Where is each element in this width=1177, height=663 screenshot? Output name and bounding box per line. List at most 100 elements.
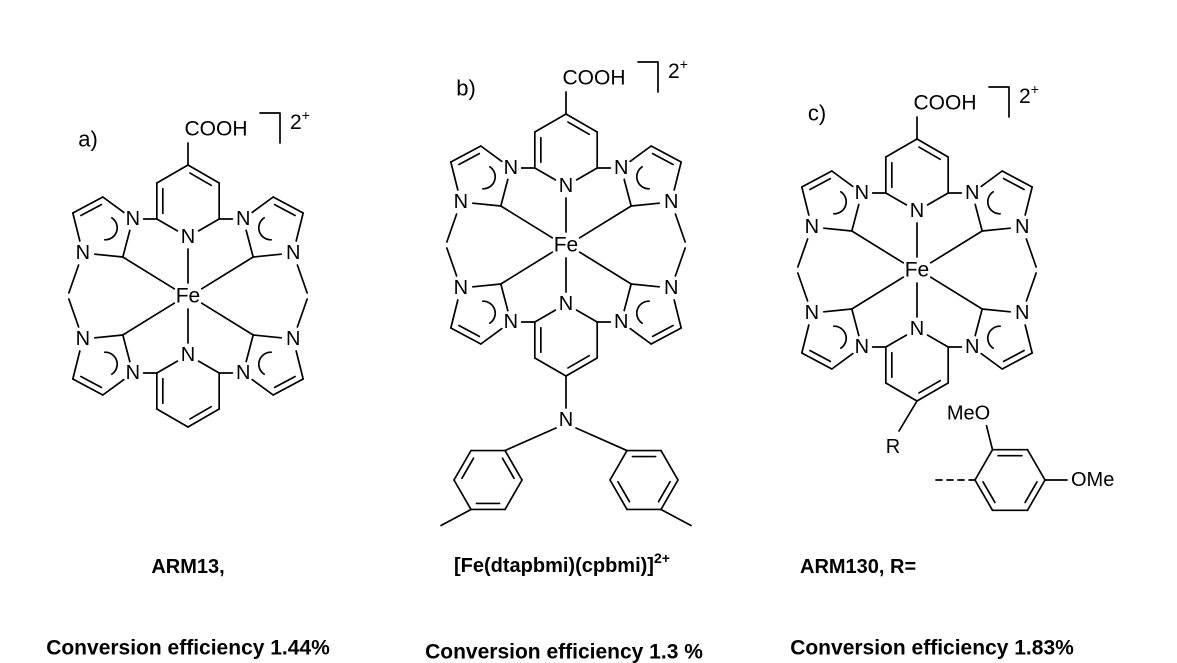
pyridine-n-label: N bbox=[181, 226, 195, 248]
b-cooh-label: COOH bbox=[563, 67, 626, 90]
ring-bond bbox=[660, 449, 679, 481]
imidazole-n-label: N bbox=[1015, 216, 1029, 238]
ring-bond bbox=[155, 164, 189, 184]
ring-bond bbox=[926, 334, 950, 348]
imidazole-n-label: N bbox=[614, 157, 628, 179]
delocalization-arc bbox=[986, 325, 1002, 350]
pyridine-nitrogen: N bbox=[559, 175, 573, 197]
ring-bond bbox=[650, 145, 683, 163]
ring-bond bbox=[629, 145, 653, 163]
b-panel-label: b) bbox=[456, 76, 476, 101]
imidazole-n-label: N bbox=[855, 336, 869, 358]
imidazole-n-label: N bbox=[126, 362, 140, 384]
ring-bond bbox=[800, 352, 833, 370]
imidazole-n-label: N bbox=[614, 311, 628, 333]
ring-bond bbox=[504, 479, 523, 511]
ring-bond bbox=[272, 196, 305, 214]
double-bond-line bbox=[809, 349, 832, 363]
imidazole-n-label: N bbox=[126, 208, 140, 230]
b-charge-bracket: 2+ bbox=[637, 56, 688, 93]
pyridine-n-label: N bbox=[910, 200, 924, 222]
pyridine-nitrogen: N bbox=[910, 200, 924, 222]
charge-bracket-line bbox=[259, 112, 281, 144]
pyridine-nitrogen: N bbox=[181, 226, 195, 248]
charge-bracket-line bbox=[637, 61, 659, 93]
a-fe-label: Fe bbox=[176, 285, 201, 308]
b-iron: Fe bbox=[554, 234, 579, 257]
ring-bond bbox=[1024, 324, 1034, 354]
fe-carbene-bond bbox=[200, 302, 255, 336]
imidazole-n-label: N bbox=[454, 277, 468, 299]
n-aryl-bond bbox=[575, 427, 628, 452]
b-imidazole-upper-right: NN bbox=[596, 145, 687, 243]
double-bond-line bbox=[458, 324, 481, 338]
ring-bond bbox=[449, 161, 459, 191]
c-coordination-bonds bbox=[850, 222, 984, 318]
ring-bond bbox=[850, 308, 860, 337]
ring-bond bbox=[453, 449, 472, 481]
a-carboxylic-acid: COOH bbox=[185, 118, 248, 166]
ring-bond bbox=[800, 324, 810, 354]
delocalization-arc bbox=[635, 300, 651, 325]
b-amine-n-label: N bbox=[559, 409, 573, 431]
charge-bracket-line bbox=[988, 86, 1010, 118]
ring-bond bbox=[71, 378, 104, 396]
imidazole-n-label: N bbox=[1015, 302, 1029, 324]
delocalization-arc bbox=[257, 351, 273, 376]
ring-bond bbox=[93, 253, 124, 258]
c-carboxylic-acid: COOH bbox=[914, 92, 977, 140]
ring-bond bbox=[800, 186, 810, 216]
a-charge-label: 2+ bbox=[290, 107, 310, 134]
pyridine-n-label: N bbox=[559, 175, 573, 197]
fe-carbene-bond bbox=[200, 256, 255, 290]
double-bond-line bbox=[657, 480, 671, 503]
ring-bond bbox=[499, 283, 509, 312]
c-panel-letter: c) bbox=[808, 101, 826, 126]
delocalization-arc bbox=[635, 165, 651, 190]
ring-bond bbox=[884, 138, 918, 158]
b-name-charge: 2+ bbox=[654, 550, 670, 566]
ring-bond bbox=[197, 218, 221, 232]
fe-carbene-bond bbox=[850, 230, 905, 264]
ring-bond bbox=[980, 352, 1004, 370]
b-compound-name-main: [Fe(dtapbmi)(cpbmi)] bbox=[454, 555, 654, 577]
a-imidazole-upper-right: NN bbox=[218, 196, 309, 294]
c-imidazole-lower-right: NN bbox=[947, 272, 1038, 370]
fe-carbene-bond bbox=[929, 276, 984, 310]
fe-carbene-bond bbox=[121, 302, 176, 336]
ring-bond bbox=[974, 308, 984, 337]
delocalization-arc bbox=[481, 165, 497, 190]
ring-bond bbox=[251, 378, 275, 396]
c-o-bond bbox=[985, 424, 994, 451]
ring-bond bbox=[1001, 170, 1034, 188]
n-aryl-bond bbox=[504, 427, 557, 452]
ring-bond bbox=[629, 327, 653, 345]
delocalization-arc bbox=[986, 190, 1002, 215]
double-bond-line bbox=[189, 405, 213, 420]
ring-bond bbox=[533, 309, 557, 323]
ring-bond bbox=[575, 309, 599, 323]
ring-bond bbox=[565, 113, 599, 133]
ring-bond bbox=[499, 178, 509, 207]
imidazole-n-label: N bbox=[236, 362, 250, 384]
ring-bond bbox=[974, 479, 994, 512]
ring-bond bbox=[884, 382, 918, 402]
double-bond-line bbox=[189, 172, 213, 187]
b-charge-label-main: 2 bbox=[668, 60, 680, 83]
ring-bond bbox=[916, 382, 950, 402]
a-panel-letter: a) bbox=[78, 127, 98, 152]
double-bond-line bbox=[567, 121, 591, 136]
imidazole-n-label: N bbox=[504, 157, 518, 179]
ring-bond bbox=[101, 196, 125, 214]
c-charge-label: 2+ bbox=[1019, 81, 1039, 108]
ring-bond bbox=[121, 334, 131, 363]
pyridine-nitrogen: N bbox=[910, 318, 924, 340]
methyl-bond bbox=[796, 238, 809, 268]
ring-bond bbox=[974, 203, 984, 232]
ring-bond bbox=[884, 192, 908, 206]
b-ditolylamine: N bbox=[440, 375, 692, 527]
double-bond-line bbox=[918, 379, 942, 394]
double-bond-line bbox=[1024, 480, 1038, 504]
